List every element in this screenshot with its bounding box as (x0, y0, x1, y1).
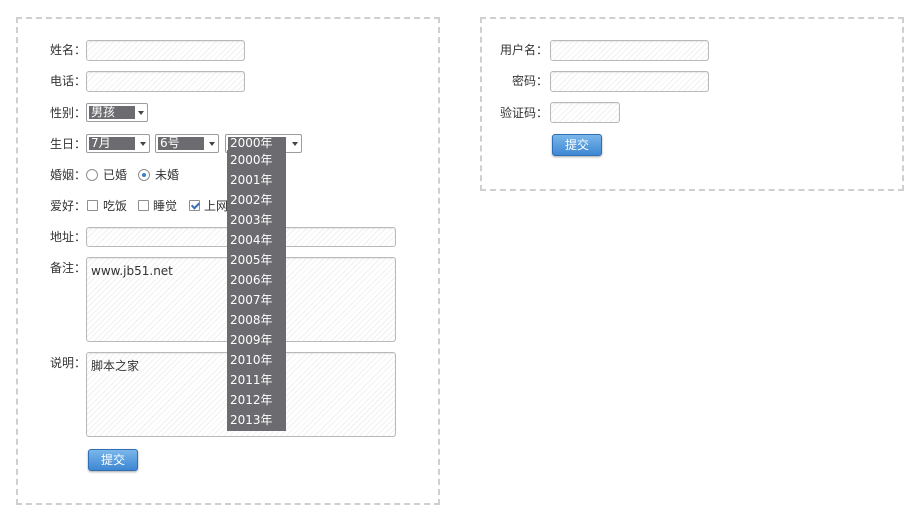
year-option[interactable]: 2010年 (230, 353, 273, 367)
username-input[interactable] (550, 40, 709, 61)
radio-unmarried[interactable] (138, 169, 150, 181)
year-option[interactable]: 2008年 (230, 313, 273, 327)
chevron-down-icon (138, 111, 144, 115)
year-option[interactable]: 2004年 (230, 233, 273, 247)
year-option[interactable]: 2012年 (230, 393, 273, 407)
hobby-internet-label: 上网 (204, 199, 229, 213)
gender-select[interactable]: 男孩 (86, 103, 148, 122)
year-option[interactable]: 2005年 (230, 253, 273, 267)
address-label: 地址： (50, 230, 87, 244)
chevron-down-icon (140, 142, 146, 146)
year-dropdown-list: 2000年 2001年 2002年 2003年 2004年 2005年 2006… (227, 150, 286, 431)
phone-label: 电话： (50, 74, 87, 88)
year-option[interactable]: 2009年 (230, 333, 273, 347)
remark-label: 备注： (50, 261, 87, 275)
password-input[interactable] (550, 71, 709, 92)
year-option[interactable]: 2006年 (230, 273, 273, 287)
radio-unmarried-label: 未婚 (155, 168, 180, 182)
name-label: 姓名： (50, 43, 87, 57)
left-submit-button[interactable]: 提交 (88, 449, 138, 471)
chevron-down-icon (209, 142, 215, 146)
left-form-panel (16, 17, 440, 505)
captcha-label: 验证码： (499, 106, 548, 120)
name-input[interactable] (86, 40, 245, 61)
username-label: 用户名： (499, 43, 548, 57)
phone-input[interactable] (86, 71, 245, 92)
year-option[interactable]: 2011年 (230, 373, 273, 387)
hobby-eat-label: 吃饭 (103, 199, 128, 213)
year-option[interactable]: 2002年 (230, 193, 273, 207)
chevron-down-icon (292, 142, 298, 146)
birth-day-select[interactable]: 6号 (155, 134, 219, 153)
radio-married[interactable] (86, 169, 98, 181)
year-option[interactable]: 2013年 (230, 413, 273, 427)
birth-month-value: 7月 (89, 137, 135, 150)
password-label: 密码： (511, 74, 548, 88)
birth-day-value: 6号 (158, 137, 204, 150)
birth-year-value: 2000年 (228, 137, 286, 150)
year-option[interactable]: 2003年 (230, 213, 273, 227)
birthday-label: 生日： (50, 137, 87, 151)
hobby-checkbox-internet[interactable] (189, 200, 200, 211)
captcha-input[interactable] (550, 102, 620, 123)
hobby-label: 爱好： (50, 199, 87, 213)
description-label: 说明： (50, 356, 87, 370)
gender-label: 性别： (50, 106, 87, 120)
birth-year-select[interactable]: 2000年 (225, 134, 302, 153)
year-option[interactable]: 2000年 (230, 153, 273, 167)
login-submit-button[interactable]: 提交 (552, 134, 602, 156)
radio-married-label: 已婚 (103, 168, 128, 182)
hobby-checkbox-sleep[interactable] (138, 200, 149, 211)
hobby-checkbox-eat[interactable] (87, 200, 98, 211)
birth-month-select[interactable]: 7月 (86, 134, 150, 153)
login-form-panel (480, 17, 904, 191)
marriage-label: 婚姻： (50, 168, 87, 182)
gender-selected-value: 男孩 (89, 106, 135, 119)
year-option[interactable]: 2007年 (230, 293, 273, 307)
year-option[interactable]: 2001年 (230, 173, 273, 187)
hobby-sleep-label: 睡觉 (153, 199, 178, 213)
